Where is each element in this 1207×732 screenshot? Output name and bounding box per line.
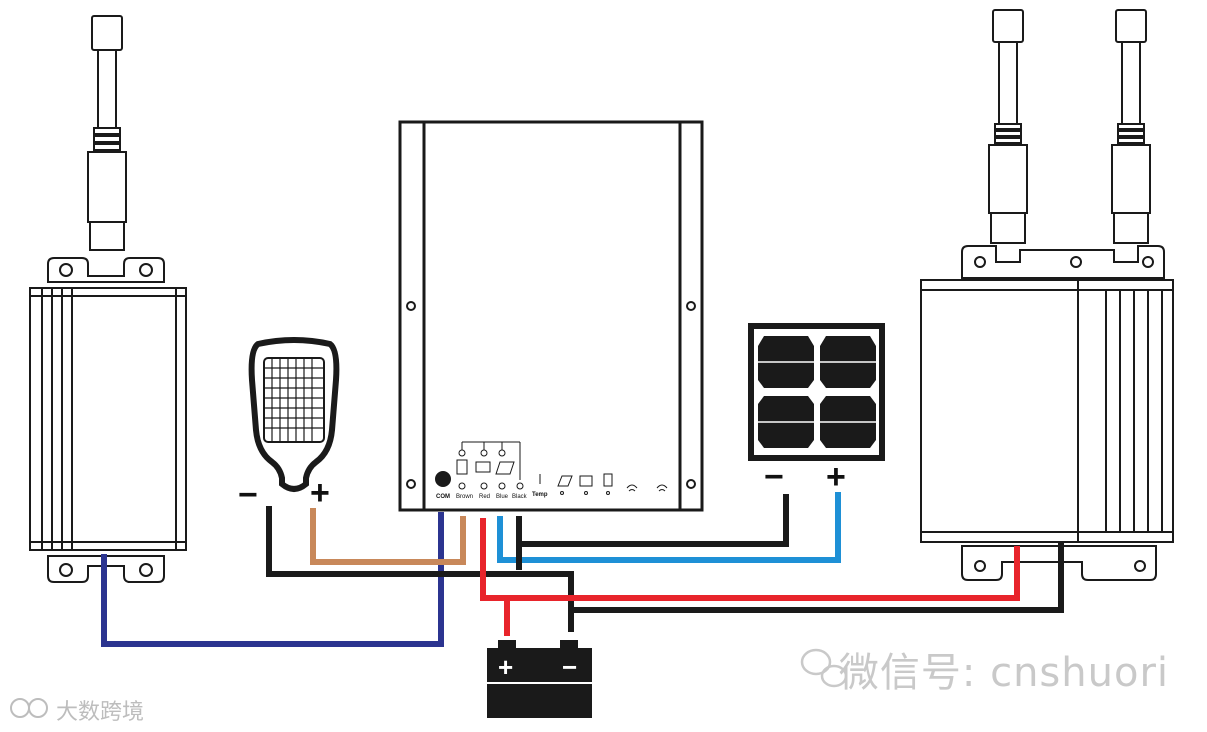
terminal-label-temp: Temp <box>532 492 548 498</box>
left-enclosure-device <box>29 15 187 583</box>
led-lamp-icon <box>248 337 340 492</box>
wechat-icon <box>800 648 848 688</box>
terminal-label-brown: Brown <box>456 494 473 500</box>
logo-mark-icon <box>10 698 48 718</box>
panel-minus-label: − <box>764 458 784 496</box>
lamp-plus-label: + <box>310 474 330 512</box>
terminal-label-black: Black <box>512 494 528 500</box>
panel-plus-label: + <box>826 458 846 496</box>
wire-black-right-device <box>571 542 1064 613</box>
terminal-label-com: COM <box>436 494 450 500</box>
right-enclosure-device <box>920 9 1174 581</box>
battery-plus-label: + <box>498 652 513 682</box>
watermark-wechat-id: 微信号: cnshuori <box>838 650 1169 696</box>
terminal-label-blue: Blue <box>496 494 509 500</box>
terminal-label-red: Red <box>479 494 490 500</box>
battery-minus-label: − <box>562 652 577 682</box>
wire-black-panel-minus <box>516 494 789 570</box>
battery-icon <box>487 640 592 718</box>
lamp-minus-label: − <box>238 476 258 514</box>
wire-black-lamp-minus <box>266 506 574 632</box>
solar-panel-icon <box>748 323 885 461</box>
wire-brown-lamp-plus <box>310 508 466 565</box>
wire-blue-panel-plus <box>497 492 841 563</box>
wire-red-battery <box>480 518 1020 601</box>
wire-navy-left-device <box>101 512 444 647</box>
watermark-brand: 大数跨境 <box>56 700 145 725</box>
charge-controller <box>398 120 704 512</box>
